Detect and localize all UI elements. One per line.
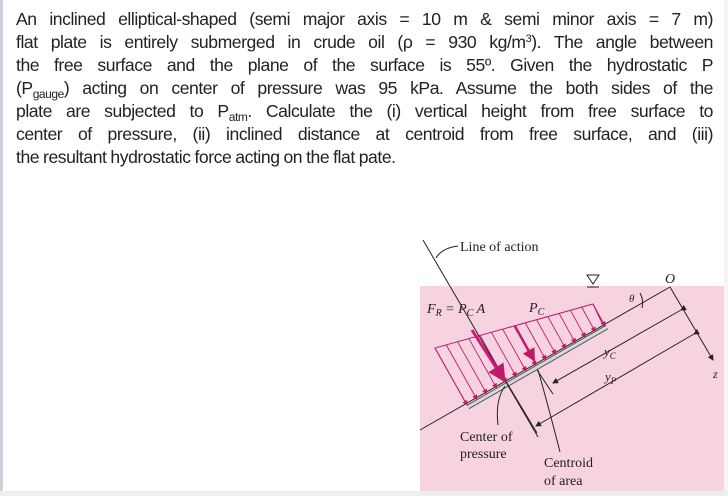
pressure-arrow xyxy=(570,310,586,339)
pressure-arrow xyxy=(558,313,576,344)
origin-label: O xyxy=(665,272,675,287)
pressure-arrow xyxy=(502,328,527,372)
resultant-force-arrow xyxy=(470,329,506,383)
yp-label: yP xyxy=(603,369,617,386)
bottom-strip xyxy=(0,491,728,496)
pressure-arrow xyxy=(491,332,517,378)
left-border xyxy=(0,0,3,496)
problem-line: the free surface and the plane of the su… xyxy=(16,55,713,75)
problem-statement: An inclined elliptical-shaped (semi majo… xyxy=(16,8,713,169)
centroid-extension xyxy=(536,369,554,395)
problem-line: flat plate is entirely submerged in crud… xyxy=(16,32,713,52)
hydrostatic-figure: Line of action FR = PC A PC O θ z yC yP … xyxy=(419,239,718,489)
centroid-leader xyxy=(537,369,561,453)
z-axis xyxy=(669,286,714,361)
problem-line: (Pgauge) acting on center of pressure wa… xyxy=(16,78,713,101)
centroid-label: Centroid xyxy=(544,456,593,471)
z-label: z xyxy=(712,367,718,381)
theta-arc xyxy=(639,292,644,309)
right-strip xyxy=(724,0,728,496)
problem-line: plate are subjected to Patm. Calculate t… xyxy=(16,101,713,124)
cop-leader xyxy=(496,385,506,426)
line-of-action-label: Line of action xyxy=(460,240,539,255)
pressure-arrow xyxy=(445,344,478,401)
pressure-arrow xyxy=(524,322,547,361)
line-of-action xyxy=(422,239,539,438)
problem-line: the resultant hydrostatic force acting o… xyxy=(16,147,396,167)
yc-label: yC xyxy=(602,344,617,361)
pc-arrow xyxy=(514,325,536,362)
pressure-arrow xyxy=(457,341,488,395)
problem-line: center of pressure, (ii) inclined distan… xyxy=(16,124,713,144)
problem-line: An inclined elliptical-shaped (semi majo… xyxy=(16,9,713,29)
pressure-distribution xyxy=(434,303,606,406)
center-of-pressure-label: pressure xyxy=(460,447,507,462)
centroid-label: of area xyxy=(544,474,583,489)
center-of-pressure-label: Center of xyxy=(460,430,513,445)
resultant-force-label: FR = PC A xyxy=(426,302,486,319)
pressure-outline xyxy=(434,303,605,406)
pc-label: PC xyxy=(528,301,545,318)
free-surface-icon xyxy=(586,274,600,288)
pressure-arrow xyxy=(581,306,596,333)
line-of-action-leader xyxy=(435,245,459,259)
cop-extension xyxy=(506,382,538,434)
theta-label: θ xyxy=(629,293,635,305)
plate-fill xyxy=(467,325,608,409)
pressure-arrow xyxy=(547,316,567,350)
yp-dimension xyxy=(535,328,700,427)
